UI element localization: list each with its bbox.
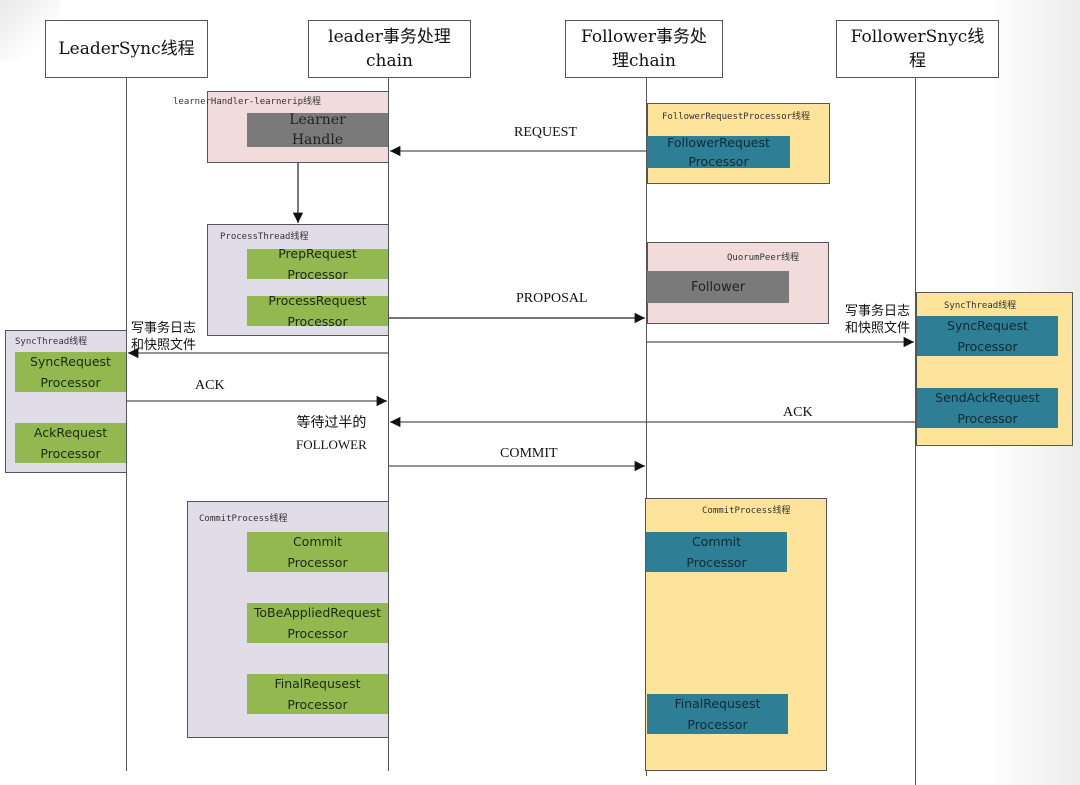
processor-follower-request: FollowerRequest Processor bbox=[647, 135, 790, 169]
message-label-proposal: PROPOSAL bbox=[516, 291, 588, 306]
note-wait-majority: 等待过半的 FOLLOWER bbox=[296, 413, 367, 455]
message-label-ack-follower: ACK bbox=[783, 405, 813, 420]
processor-follower-commit: Commit Processor bbox=[646, 532, 787, 572]
processor-label: SyncRequest bbox=[30, 354, 111, 369]
note-leader-write-log: 写事务日志 和快照文件 bbox=[131, 320, 196, 354]
lifeline-followersync bbox=[915, 78, 916, 785]
processor-prep-request: PrepRequest Processor bbox=[247, 246, 388, 282]
lane-title-line1: leader事务处理 bbox=[328, 27, 451, 47]
processor-send-ack-request: SendAckRequest Processor bbox=[917, 388, 1058, 428]
processor-label: FinalRequsest bbox=[274, 676, 361, 691]
processor-final-request: FinalRequsest Processor bbox=[247, 674, 388, 714]
lane-header-follower-chain: Follower事务处 理chain bbox=[565, 20, 723, 78]
note-line: 和快照文件 bbox=[131, 338, 197, 353]
lane-title-line1: FollowerSnyc线 bbox=[850, 27, 985, 47]
processor-follower-final-request: FinalRequsest Processor bbox=[647, 694, 788, 734]
lane-header-followersync: FollowerSnyc线 程 bbox=[836, 20, 999, 78]
processor-label: Learner bbox=[289, 112, 346, 128]
processor-label: FinalRequsest bbox=[674, 696, 761, 711]
lane-title: LeaderSync线程 bbox=[58, 39, 195, 59]
processor-label: Commit bbox=[292, 534, 343, 549]
processor-label: Processor bbox=[287, 555, 348, 570]
processor-label: SyncRequest bbox=[947, 318, 1028, 333]
processor-label: Processor bbox=[687, 717, 748, 732]
processor-label: SendAckRequest bbox=[935, 390, 1040, 405]
processor-label: AckRequest bbox=[33, 425, 108, 440]
lane-title-line1: Follower事务处 bbox=[581, 27, 707, 47]
processor-label: PrepRequest bbox=[278, 246, 357, 261]
group-title: FollowerRequestProcessor线程 bbox=[662, 112, 811, 122]
lane-header-leader-chain: leader事务处理 chain bbox=[308, 20, 471, 78]
processor-label: Processor bbox=[287, 267, 348, 282]
message-label-request: REQUEST bbox=[514, 125, 577, 140]
message-label-ack-leader: ACK bbox=[195, 378, 225, 393]
processor-label: Follower bbox=[690, 279, 746, 295]
note-follower-write-log: 写事务日志 和快照文件 bbox=[845, 303, 910, 337]
group-title: SyncThread线程 bbox=[15, 337, 88, 347]
processor-learner-handle: Learner Handle bbox=[247, 112, 388, 148]
processor-sync-request: SyncRequest Processor bbox=[15, 352, 126, 392]
note-line: 写事务日志 bbox=[845, 304, 911, 319]
processor-process-request: ProcessRequest Processor bbox=[247, 293, 388, 329]
group-title: CommitProcess线程 bbox=[702, 506, 791, 516]
group-title: QuorumPeer线程 bbox=[727, 253, 800, 263]
processor-commit: Commit Processor bbox=[247, 532, 388, 572]
lifeline-follower-chain bbox=[646, 78, 647, 776]
note-line: 写事务日志 bbox=[131, 321, 197, 336]
lane-title-line2: chain bbox=[365, 51, 413, 71]
processor-label: Processor bbox=[287, 626, 348, 641]
processor-follower-sync-request: SyncRequest Processor bbox=[917, 316, 1058, 356]
lane-title-line2: 程 bbox=[908, 51, 926, 71]
processor-label: Processor bbox=[40, 375, 101, 390]
processor-to-be-applied-request: ToBeAppliedRequest Processor bbox=[247, 603, 388, 643]
processor-label: Processor bbox=[686, 555, 747, 570]
group-title: learnerHandler-learnerip线程 bbox=[173, 97, 322, 107]
processor-label: Processor bbox=[688, 154, 749, 169]
processor-label: ToBeAppliedRequest bbox=[253, 605, 382, 620]
group-title: ProcessThread线程 bbox=[220, 232, 309, 242]
processor-label: Commit bbox=[691, 534, 742, 549]
lifeline-leader-chain bbox=[388, 78, 389, 771]
processor-label: Processor bbox=[287, 314, 348, 329]
note-line: 和快照文件 bbox=[845, 321, 911, 336]
group-title: CommitProcess线程 bbox=[199, 514, 288, 524]
message-label-commit: COMMIT bbox=[500, 446, 558, 461]
processor-ack-request: AckRequest Processor bbox=[15, 423, 126, 463]
processor-label: Processor bbox=[957, 339, 1018, 354]
processor-label: Processor bbox=[287, 697, 348, 712]
note-line: 等待过半的 bbox=[296, 415, 367, 431]
lane-title-line2: 理chain bbox=[611, 51, 676, 71]
processor-label: Handle bbox=[291, 132, 344, 148]
lane-header-leadersync: LeaderSync线程 bbox=[45, 20, 208, 78]
group-title: SyncThread线程 bbox=[944, 301, 1017, 311]
processor-label: ProcessRequest bbox=[268, 293, 367, 308]
processor-label: Processor bbox=[957, 411, 1018, 426]
processor-follower: Follower bbox=[647, 271, 789, 303]
processor-label: FollowerRequest bbox=[667, 135, 770, 150]
note-line: FOLLOWER bbox=[296, 437, 367, 452]
processor-label: Processor bbox=[40, 446, 101, 461]
